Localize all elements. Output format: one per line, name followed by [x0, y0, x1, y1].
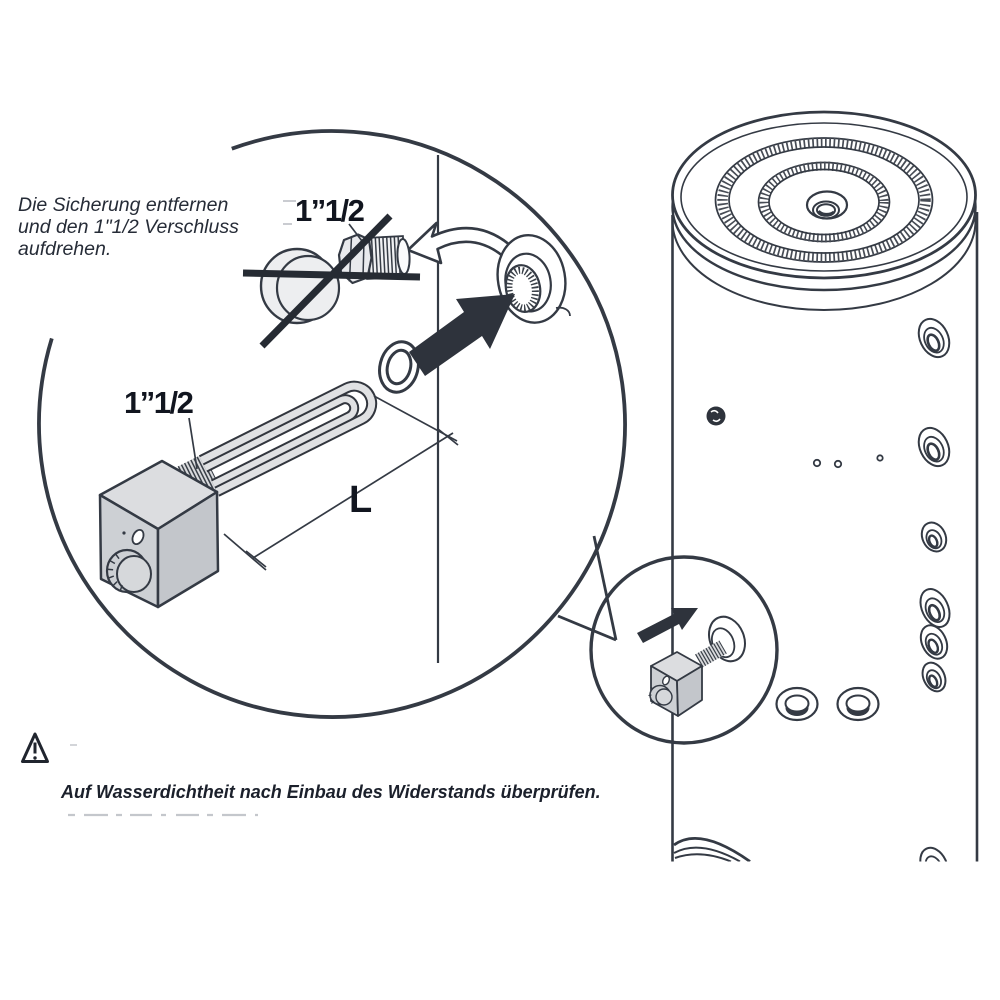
- note-line-3: aufdrehen.: [18, 238, 111, 260]
- crossed-plug-group: [242, 213, 421, 349]
- label-leader-line: [188, 417, 198, 470]
- insert-arrow-icon: [409, 294, 515, 376]
- tank-lid-inner-line: [680, 122, 968, 272]
- bottom-port: [836, 686, 880, 722]
- annotations: Die Sicherung entfernen und den 1"1/2 Ve…: [18, 193, 601, 817]
- cable-gland-hole: [131, 528, 145, 546]
- cross-out-icon: [242, 213, 421, 349]
- detail-circle-outline: [589, 555, 779, 745]
- side-port: [917, 426, 951, 468]
- mini-thermostat-box: [650, 651, 703, 717]
- bottom-pipe: [673, 837, 751, 862]
- detail-pointer: [557, 535, 618, 642]
- detail-view-large: [37, 129, 627, 719]
- thermostat-knob: [105, 548, 152, 594]
- side-port: [921, 661, 947, 693]
- side-port: [920, 521, 948, 553]
- dimension-line: [252, 432, 454, 559]
- storage-tank-drawing: [671, 110, 979, 862]
- detail-view-small: [557, 535, 779, 745]
- heating-element: [98, 380, 378, 609]
- length-label: L: [349, 479, 372, 521]
- detail-circle-outline: [37, 129, 627, 719]
- mini-knob: [648, 684, 673, 706]
- warning-triangle-icon: [21, 732, 49, 763]
- bottom-port: [775, 686, 819, 722]
- side-port-partial: [919, 846, 949, 862]
- mini-cable-hole: [661, 675, 671, 686]
- side-port: [917, 317, 951, 359]
- lid-ring-inner: [757, 161, 891, 243]
- extension-line: [223, 533, 267, 571]
- warning-text: Auf Wasserdichtheit nach Einbau des Wide…: [60, 782, 601, 802]
- port-shadow-arc: [817, 209, 835, 216]
- label-leader-line: [348, 223, 363, 242]
- side-port: [919, 588, 951, 628]
- gasket-ring: [378, 340, 420, 394]
- installed-element: [648, 615, 746, 717]
- lid-ring-outer: [714, 137, 934, 263]
- insert-arrow-small-icon: [637, 608, 698, 643]
- dimension-L: [223, 395, 459, 571]
- plug-size-label: 1”1/2: [295, 193, 364, 228]
- note-line-1: Die Sicherung entfernen: [18, 194, 228, 216]
- note-line-2: und den 1"1/2 Verschluss: [18, 216, 239, 238]
- weld-dots: [812, 454, 884, 469]
- screw-icon: [706, 406, 726, 426]
- side-port: [919, 624, 949, 660]
- mini-element-threads: [695, 640, 727, 668]
- port-threads: [505, 266, 539, 312]
- port-lip-arc: [555, 306, 571, 317]
- dimension-tick: [245, 550, 267, 568]
- wall-port: [496, 233, 571, 324]
- faded-print-marks: [68, 200, 296, 817]
- element-size-label: 1”1/2: [124, 385, 193, 420]
- knob-tick-marks: [107, 553, 123, 591]
- element-coils: [177, 380, 378, 507]
- plug-cap-rim: [275, 254, 341, 322]
- small-dot: [122, 531, 126, 535]
- lid-center-port: [805, 190, 849, 220]
- dimension-tick: [437, 428, 459, 446]
